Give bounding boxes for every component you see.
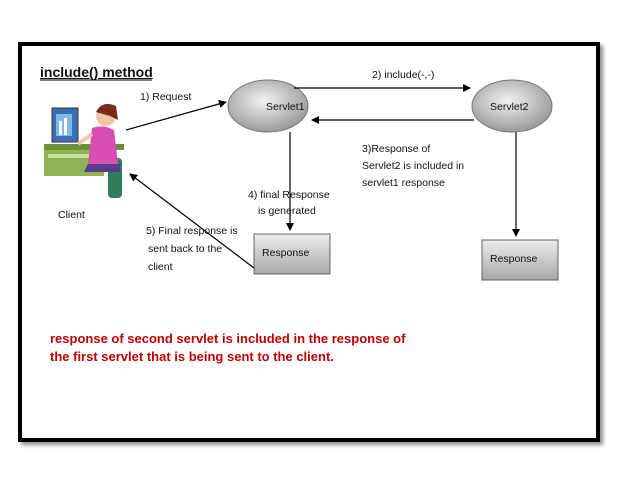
response1-node (253, 233, 331, 275)
final-sent-arrow (129, 173, 255, 269)
response2-node (481, 239, 559, 281)
client-label: Client (58, 209, 85, 221)
caption-line1: response of second servlet is included i… (50, 331, 406, 346)
caption-line2: the first servlet that is being sent to … (50, 349, 334, 364)
request-label: 1) Request (140, 91, 192, 103)
servlet1-node (227, 79, 309, 133)
servlet2-label: Servlet2 (490, 101, 529, 113)
slide-frame: include() method Servlet1 Servlet2 Clien… (18, 42, 600, 442)
response2-label: Response (490, 253, 538, 265)
include-label: 2) include(-,-) (372, 69, 435, 81)
final-generated-label-line1: 4) final Response (248, 189, 330, 201)
final-generated-label-line2: is generated (258, 205, 316, 217)
caption: response of second servlet is included i… (50, 330, 470, 366)
servlet1-label: Servlet1 (266, 101, 305, 113)
client-person-icon (44, 104, 124, 198)
response1-label: Response (262, 247, 310, 259)
servlet2-response-label-line3: servlet1 response (362, 177, 445, 189)
final-sent-label-line3: client (148, 261, 173, 273)
final-sent-label-line2: sent back to the (148, 243, 223, 255)
servlet2-response-label-line1: 3)Response of (362, 143, 431, 155)
servlet2-response-label-line2: Servlet2 is included in (362, 160, 465, 172)
servlet2-node (471, 79, 553, 133)
diagram-title: include() method (40, 64, 153, 80)
final-sent-label-line1: 5) Final response is (146, 225, 238, 237)
diagram-canvas (40, 79, 559, 281)
request-arrow (125, 100, 227, 131)
